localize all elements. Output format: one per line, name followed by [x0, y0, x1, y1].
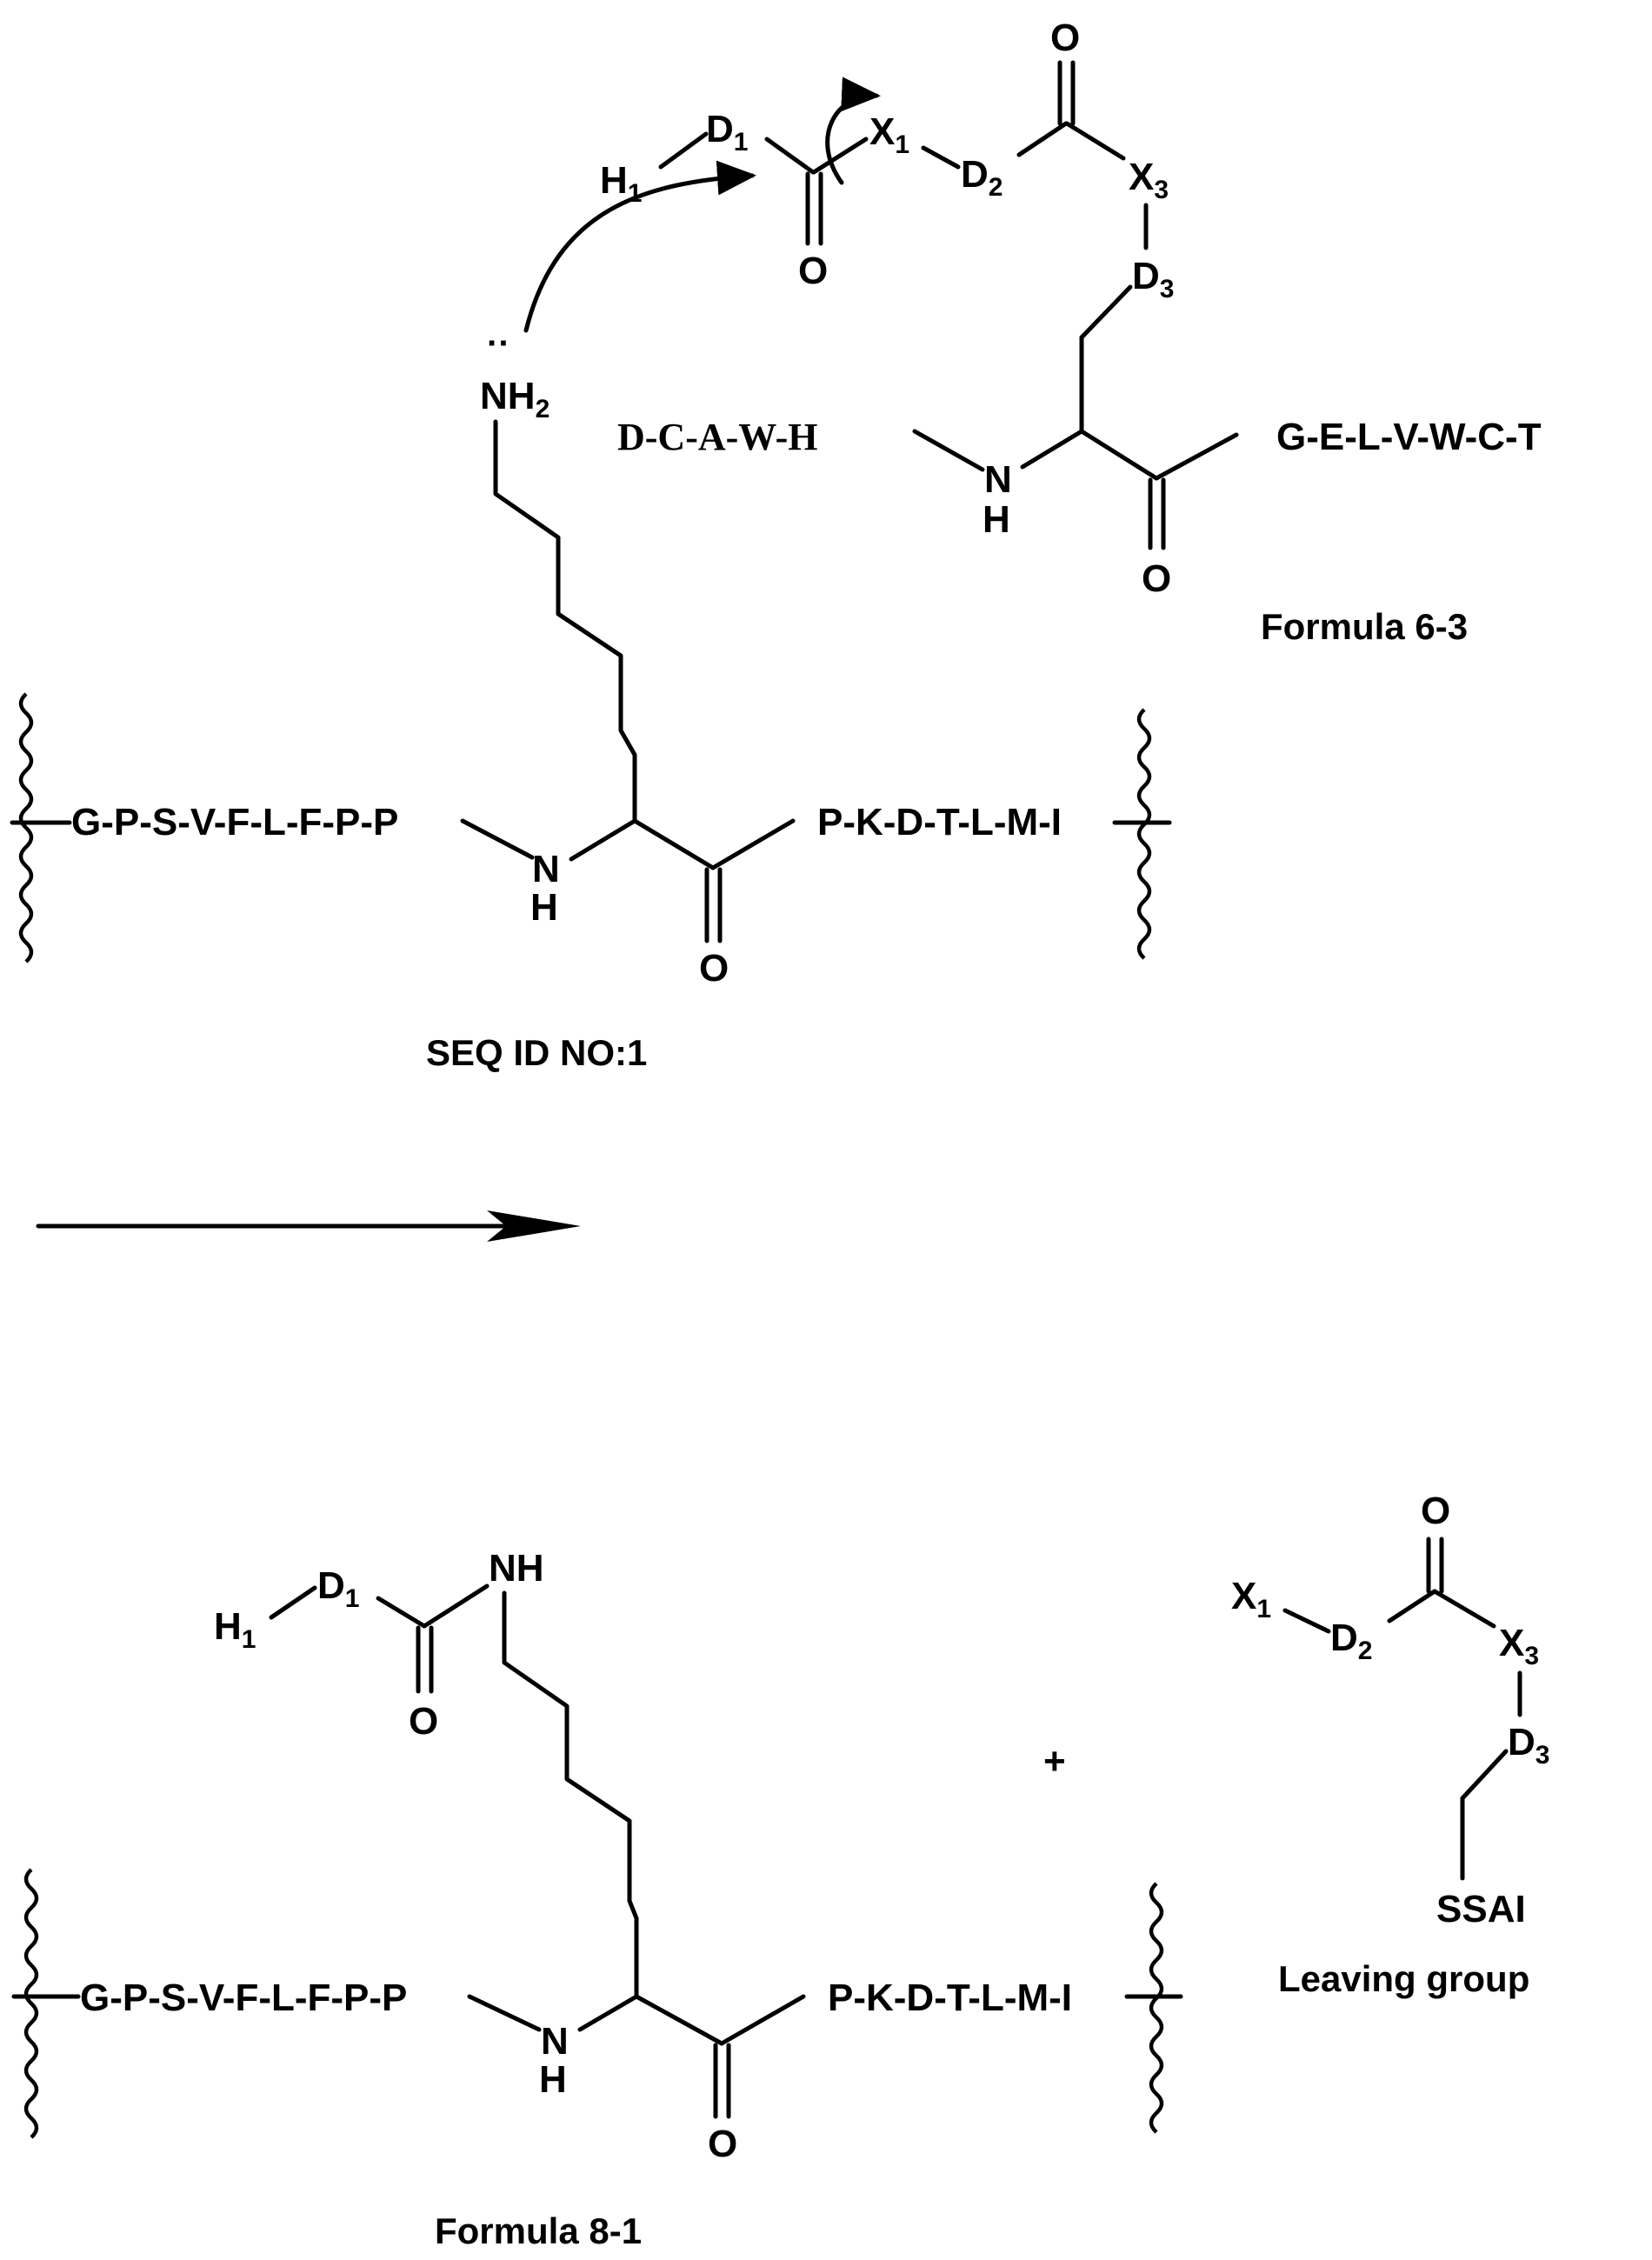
reagent-formula-6-3: H1 D1 O X1 D2 O X3 D3 O — [600, 17, 1542, 647]
reagent-top-oxygen: O — [1050, 17, 1080, 59]
product-amide-nh: NH — [489, 1547, 544, 1590]
product-right-sequence: P-K-D-T-L-M-I — [828, 1977, 1072, 2019]
product-left-chain-break — [26, 1870, 37, 2137]
lg-ssai-label: SSAI — [1436, 1888, 1526, 1930]
reagent-left-sequence: D-C-A-W-H — [617, 416, 818, 458]
peptide-lone-pair: ·· — [487, 324, 510, 363]
mechanism-arrows — [526, 96, 876, 330]
leaving-group: X1 D2 O X3 D3 SSAI Leaving group — [1231, 1490, 1549, 1999]
plus-sign: + — [1043, 1740, 1066, 1783]
product-left-sequence: G-P-S-V-F-L-F-P-P — [80, 1977, 407, 2019]
peptide-seq-id-no-1: ·· NH2 O P-K-D-T-L-M-I N H G-P-S-V-F-L-F… — [12, 324, 1169, 1073]
reagent-x1-label: X1 — [869, 110, 909, 159]
reagent-d3-label: D3 — [1132, 255, 1174, 303]
lg-d2-label: D2 — [1330, 1617, 1372, 1665]
product-amine-n: N — [541, 2020, 569, 2063]
peptide-amine-n: N — [532, 848, 560, 890]
right-chain-break — [1139, 710, 1149, 958]
product-backbone-oxygen: O — [708, 2123, 737, 2165]
product-amine-h: H — [539, 2058, 567, 2101]
reagent-amine-h: H — [983, 498, 1010, 541]
product-right-chain-break — [1151, 1883, 1162, 2132]
peptide-right-sequence: P-K-D-T-L-M-I — [817, 801, 1062, 843]
peptide-nh2-label: NH2 — [480, 375, 550, 423]
peptide-left-sequence: G-P-S-V-F-L-F-P-P — [71, 801, 398, 843]
formula-8-1-caption: Formula 8-1 — [435, 2210, 642, 2251]
reaction-arrow — [38, 1210, 581, 1242]
product-h1-label: H1 — [214, 1605, 256, 1654]
reagent-amine-n: N — [984, 458, 1012, 501]
peptide-backbone-oxygen: O — [699, 947, 729, 990]
product-formula-8-1: H1 D1 O NH O P-K-D-T-L-M-I N H G-P-S-V-F… — [14, 1547, 1181, 2251]
formula-6-3-caption: Formula 6-3 — [1261, 606, 1468, 647]
lg-x1-label: X1 — [1231, 1575, 1271, 1623]
seq-id-caption: SEQ ID NO:1 — [426, 1032, 647, 1073]
product-d1-label: D1 — [317, 1564, 359, 1613]
lg-x3-label: X3 — [1499, 1622, 1539, 1670]
reagent-acyl-oxygen: O — [798, 250, 828, 292]
lg-top-oxygen: O — [1421, 1490, 1450, 1532]
product-acyl-oxygen: O — [409, 1700, 438, 1743]
peptide-amine-h: H — [530, 886, 558, 929]
reagent-h1-label: H1 — [600, 159, 642, 208]
reagent-x3-label: X3 — [1129, 156, 1169, 204]
reagent-d2-label: D2 — [961, 153, 1003, 202]
lg-d3-label: D3 — [1508, 1721, 1549, 1770]
reagent-backbone-oxygen: O — [1142, 557, 1171, 600]
leaving-group-caption: Leaving group — [1278, 1958, 1529, 1999]
reagent-d1-label: D1 — [706, 108, 748, 157]
left-chain-break — [21, 694, 31, 962]
reagent-right-sequence: G-E-L-V-W-C-T — [1276, 416, 1542, 458]
